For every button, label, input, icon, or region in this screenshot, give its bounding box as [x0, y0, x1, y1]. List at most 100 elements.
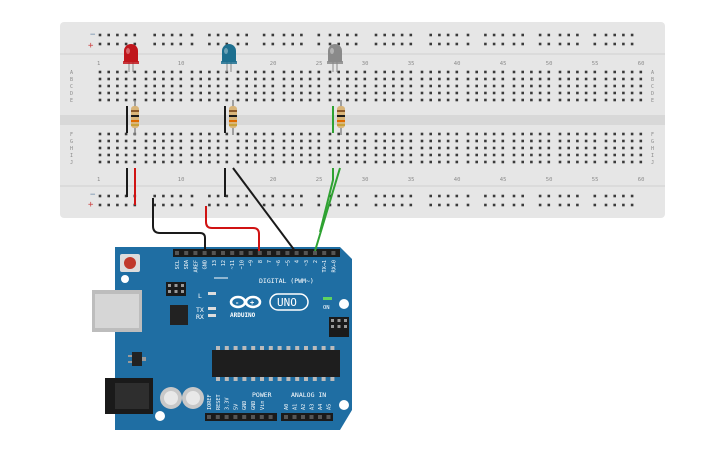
- breadboard-hole[interactable]: [530, 153, 533, 157]
- breadboard-hole[interactable]: [245, 91, 248, 95]
- breadboard-hole[interactable]: [363, 98, 367, 102]
- rail-hole[interactable]: [613, 42, 616, 46]
- breadboard-hole[interactable]: [466, 91, 470, 95]
- breadboard-hole[interactable]: [199, 160, 202, 164]
- rail-hole[interactable]: [455, 42, 459, 46]
- rail-hole[interactable]: [400, 33, 404, 37]
- breadboard-hole[interactable]: [282, 146, 286, 150]
- breadboard-hole[interactable]: [254, 132, 257, 136]
- rail-hole[interactable]: [245, 42, 248, 46]
- breadboard-hole[interactable]: [466, 98, 470, 102]
- rail-hole[interactable]: [576, 42, 579, 46]
- rail-hole[interactable]: [236, 203, 240, 207]
- rail-hole[interactable]: [236, 194, 240, 198]
- breadboard-hole[interactable]: [170, 146, 174, 150]
- rail-hole[interactable]: [567, 42, 570, 46]
- breadboard-hole[interactable]: [153, 84, 156, 88]
- breadboard-hole[interactable]: [455, 98, 459, 102]
- breadboard-hole[interactable]: [328, 139, 332, 143]
- rail-hole[interactable]: [271, 33, 275, 37]
- breadboard-hole[interactable]: [604, 70, 608, 74]
- breadboard-hole[interactable]: [558, 146, 562, 150]
- breadboard-hole[interactable]: [547, 98, 551, 102]
- rail-hole[interactable]: [455, 194, 459, 198]
- breadboard-hole[interactable]: [383, 70, 386, 74]
- breadboard-hole[interactable]: [484, 98, 487, 102]
- breadboard-hole[interactable]: [107, 139, 110, 143]
- rail-hole[interactable]: [162, 42, 165, 46]
- breadboard-hole[interactable]: [133, 91, 137, 95]
- breadboard-hole[interactable]: [363, 91, 367, 95]
- breadboard-hole[interactable]: [613, 146, 616, 150]
- breadboard-hole[interactable]: [521, 160, 524, 164]
- breadboard-hole[interactable]: [208, 160, 211, 164]
- breadboard-hole[interactable]: [133, 70, 137, 74]
- breadboard-hole[interactable]: [190, 160, 194, 164]
- breadboard-hole[interactable]: [501, 77, 505, 81]
- rail-hole[interactable]: [190, 42, 194, 46]
- rail-hole[interactable]: [282, 42, 286, 46]
- rail-hole[interactable]: [429, 33, 432, 37]
- rail-hole[interactable]: [558, 203, 562, 207]
- rail-hole[interactable]: [317, 33, 321, 37]
- rail-hole[interactable]: [604, 33, 608, 37]
- breadboard-hole[interactable]: [455, 153, 459, 157]
- rail-hole[interactable]: [576, 203, 579, 207]
- rail-hole[interactable]: [337, 203, 340, 207]
- breadboard-hole[interactable]: [354, 146, 358, 150]
- breadboard-hole[interactable]: [236, 70, 240, 74]
- breadboard-hole[interactable]: [492, 70, 496, 74]
- rail-hole[interactable]: [446, 203, 450, 207]
- breadboard-hole[interactable]: [124, 77, 128, 81]
- breadboard-hole[interactable]: [291, 77, 294, 81]
- breadboard-hole[interactable]: [317, 139, 321, 143]
- breadboard-hole[interactable]: [245, 139, 248, 143]
- breadboard-hole[interactable]: [639, 160, 643, 164]
- rail-hole[interactable]: [190, 33, 194, 37]
- breadboard-hole[interactable]: [225, 132, 229, 136]
- breadboard-hole[interactable]: [133, 139, 137, 143]
- breadboard-hole[interactable]: [346, 91, 349, 95]
- breadboard-hole[interactable]: [604, 91, 608, 95]
- rail-hole[interactable]: [300, 33, 303, 37]
- rail-hole[interactable]: [179, 33, 183, 37]
- rail-hole[interactable]: [501, 33, 505, 37]
- breadboard-hole[interactable]: [547, 153, 551, 157]
- breadboard-hole[interactable]: [409, 70, 413, 74]
- rail-hole[interactable]: [604, 203, 608, 207]
- breadboard-hole[interactable]: [124, 160, 128, 164]
- breadboard-hole[interactable]: [576, 153, 579, 157]
- breadboard-hole[interactable]: [400, 77, 404, 81]
- analog-header[interactable]: [281, 413, 333, 421]
- breadboard-hole[interactable]: [162, 160, 165, 164]
- rail-hole[interactable]: [604, 194, 608, 198]
- breadboard-hole[interactable]: [420, 70, 424, 74]
- rail-hole[interactable]: [613, 33, 616, 37]
- rail-hole[interactable]: [558, 42, 562, 46]
- wire-pin-2[interactable]: [314, 167, 341, 252]
- rail-hole[interactable]: [438, 194, 441, 198]
- breadboard-hole[interactable]: [98, 91, 102, 95]
- rail-hole[interactable]: [162, 203, 165, 207]
- breadboard-hole[interactable]: [208, 139, 211, 143]
- breadboard-hole[interactable]: [593, 146, 597, 150]
- breadboard-hole[interactable]: [538, 160, 542, 164]
- breadboard-hole[interactable]: [179, 84, 183, 88]
- breadboard-hole[interactable]: [190, 84, 194, 88]
- rail-hole[interactable]: [512, 194, 516, 198]
- breadboard-hole[interactable]: [446, 160, 450, 164]
- breadboard-hole[interactable]: [216, 132, 220, 136]
- breadboard-hole[interactable]: [162, 91, 165, 95]
- rail-hole[interactable]: [567, 194, 570, 198]
- breadboard-hole[interactable]: [558, 160, 562, 164]
- breadboard-hole[interactable]: [420, 153, 424, 157]
- header-pin[interactable]: [267, 251, 271, 255]
- breadboard-hole[interactable]: [567, 77, 570, 81]
- breadboard-hole[interactable]: [400, 91, 404, 95]
- breadboard-hole[interactable]: [107, 146, 110, 150]
- breadboard-hole[interactable]: [179, 160, 183, 164]
- breadboard-hole[interactable]: [354, 70, 358, 74]
- breadboard-hole[interactable]: [400, 153, 404, 157]
- breadboard-hole[interactable]: [455, 146, 459, 150]
